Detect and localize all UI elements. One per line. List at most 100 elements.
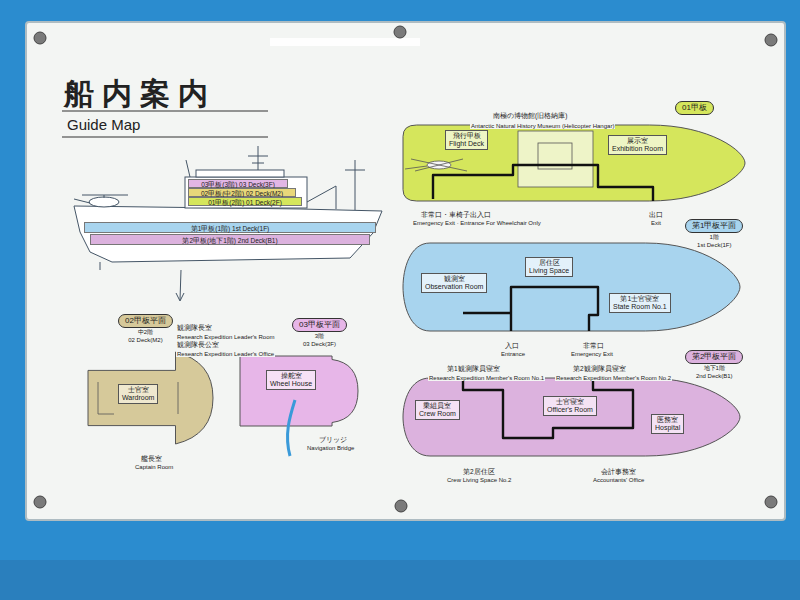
deck-subtitle: 中2階 (137, 328, 154, 336)
label-anchor: Antarctic Natural History Museum (Helico… (470, 114, 615, 132)
superstructure (185, 177, 307, 208)
room-label: ブリッジ (318, 436, 348, 443)
deck-plan: 01甲板飛行甲板Flight Deck展示室Exhibition Room (403, 125, 745, 201)
room-name: Crew Room (419, 410, 456, 418)
deck-band: 03甲板(3階) 03 Deck(3F) (188, 179, 288, 188)
room-box: 操舵室Wheel House (266, 370, 316, 390)
label-anchor: ブリッジ (318, 428, 348, 446)
room-label: 非常口 (582, 342, 605, 349)
room-label: 艦長室 (140, 455, 163, 462)
deck-plan: 第2甲板平面地下1階2nd Deck(B1)乗組員室Crew Room士官寝室O… (403, 378, 740, 456)
title-anchor: 船内案内 (64, 74, 216, 115)
room-name: 観測室 (425, 275, 483, 283)
mast (186, 160, 190, 177)
wall-strip (0, 560, 800, 600)
deck-tag: 03甲板平面3階03 Deck(3F) (292, 318, 347, 348)
screw (394, 26, 406, 38)
room-name: Hospital (655, 424, 680, 432)
rotor (82, 195, 128, 196)
room-label: 南極の博物館(旧格納庫) (492, 112, 568, 119)
room-label: Research Expedition Member's Room No.2 (555, 375, 672, 381)
room-name: 操舵室 (270, 372, 312, 380)
room-box: 士官室Wardroom (118, 384, 158, 404)
hull-outline (240, 356, 358, 426)
room-name: 飛行甲板 (449, 132, 484, 140)
deck-label: 01甲板(2階) 01 Deck(2F) (208, 199, 282, 206)
mast-yard (252, 163, 264, 164)
room-name: 士官寝室 (547, 398, 593, 406)
deck-band: 01甲板(2階) 01 Deck(2F) (188, 197, 302, 206)
deck-title: 第1甲板平面 (685, 219, 743, 233)
label-anchor: Research Expedition Leader's Office (176, 342, 275, 360)
hull-shape (88, 352, 213, 444)
room-box: 乗組員室Crew Room (415, 400, 460, 420)
room-label: Navigation Bridge (306, 445, 355, 451)
room-label: 観測隊長室 (176, 324, 213, 331)
room-name: 第1士官寝室 (613, 295, 667, 303)
label-anchor: 観測隊長公室 (176, 333, 220, 351)
room-name: 乗組員室 (419, 402, 456, 410)
deck-subtitle: 1st Deck(1F) (696, 241, 732, 249)
room-label: 第2観測隊員寝室 (572, 365, 627, 372)
deck-title: 第2甲板平面 (685, 350, 743, 364)
room-label: 会計事務室 (600, 468, 637, 475)
ship-side-view (74, 146, 382, 301)
deck-title: 02甲板平面 (118, 314, 173, 328)
title-text: 船内案内 (64, 77, 216, 110)
deck-subtitle: 2nd Deck(B1) (695, 372, 734, 380)
deck-tag: 02甲板平面中2階02 Deck(M2) (118, 314, 173, 344)
room-label: Antarctic Natural History Museum (Helico… (470, 123, 615, 129)
screw (34, 32, 46, 44)
subtitle-text: Guide Map (66, 116, 141, 133)
label-anchor: Navigation Bridge (306, 436, 355, 454)
room-box: 居住区Living Space (525, 257, 573, 277)
rotor-hub (104, 195, 105, 198)
room-label: 第2居住区 (462, 468, 496, 475)
label-anchor: 会計事務室 (600, 460, 637, 478)
room-label: Captain Room (134, 464, 174, 470)
screws (34, 26, 777, 512)
deck-subtitle: 地下1階 (703, 364, 726, 372)
label-anchor: Guide Map (66, 116, 141, 134)
room-name: 医務室 (655, 416, 680, 424)
room-box: 展示室Exhibition Room (608, 135, 667, 155)
tail-boom (74, 199, 90, 203)
hull-shape (403, 243, 740, 331)
room-box: 医務室Hospital (651, 414, 684, 434)
deck-subtitle: 1階 (709, 233, 720, 241)
room-name: 居住区 (529, 259, 569, 267)
deck-subtitle: 03 Deck(3F) (302, 340, 337, 348)
label-anchor: 出口 (648, 203, 664, 221)
label-anchor: Research Expedition Member's Room No.1 (428, 366, 545, 384)
tour-route (433, 165, 653, 201)
tour-route (463, 378, 633, 438)
room-label: Accountants' Office (592, 477, 645, 483)
deck-tag: 01甲板 (675, 101, 714, 115)
mast-yard (248, 156, 268, 157)
room-label: Research Expedition Member's Room No.1 (428, 375, 545, 381)
title-rule (62, 136, 268, 137)
label-anchor: 第2観測隊員寝室 (572, 357, 627, 375)
room-box: 第1士官寝室State Room No.1 (609, 293, 671, 313)
room-name: Wheel House (270, 380, 312, 388)
room-label: Entrance (500, 351, 526, 357)
screw (395, 500, 407, 512)
room-box: 飛行甲板Flight Deck (445, 130, 488, 150)
label-anchor: Crew Living Space No.2 (446, 468, 512, 486)
label-anchor: Entrance (500, 342, 526, 360)
bridge-route (287, 400, 295, 456)
sign-board (26, 22, 785, 520)
deck-label: 第1甲板(1階) 1st Deck(1F) (191, 225, 270, 232)
deck-title: 03甲板平面 (292, 318, 347, 332)
room-label: 入口 (504, 342, 520, 349)
room-outline (98, 382, 178, 414)
hull-shape (403, 125, 745, 201)
deck-tag: 第2甲板平面地下1階2nd Deck(B1) (685, 350, 743, 380)
deck-band: 第2甲板(地下1階) 2nd Deck(B1) (90, 234, 370, 245)
bridge-top (196, 170, 284, 177)
mast-yard (345, 170, 365, 171)
label-anchor: Research Expedition Member's Room No.2 (555, 366, 672, 384)
title-rule (62, 110, 268, 111)
